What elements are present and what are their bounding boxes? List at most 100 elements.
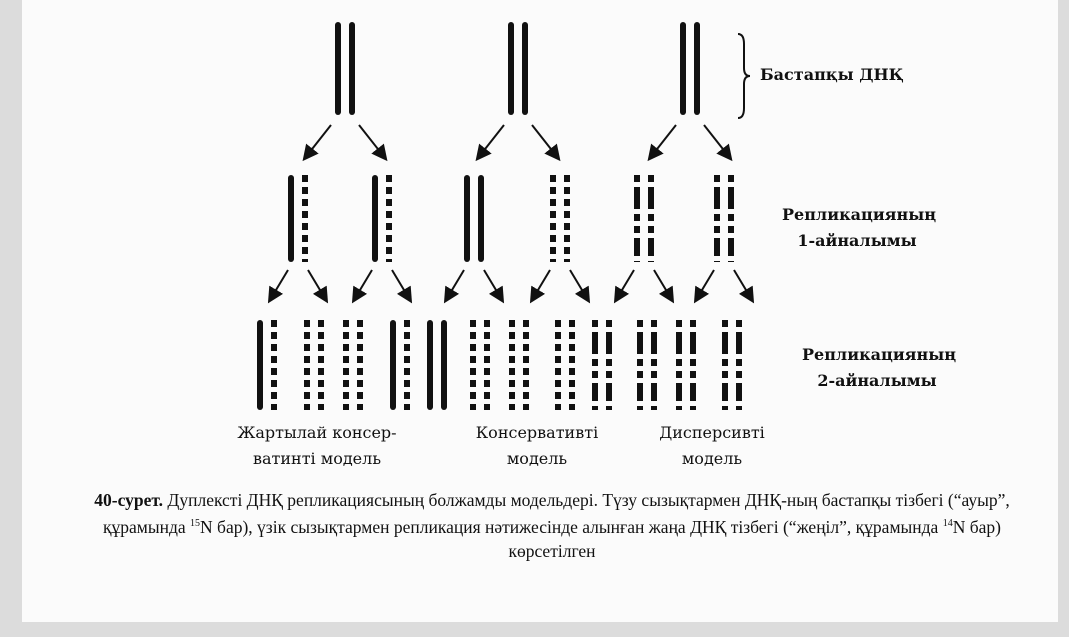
mixed-strand (637, 320, 643, 410)
strand-segment (318, 368, 324, 375)
arrow (443, 269, 465, 304)
strand-segment (564, 199, 570, 206)
strand-segment (728, 214, 734, 221)
arrow (529, 269, 551, 304)
strand-segment (606, 371, 612, 378)
strand-segment (271, 380, 277, 387)
strand-segment (722, 332, 728, 354)
strand-segment (555, 320, 561, 327)
strand-segment (357, 344, 363, 351)
strand-segment (386, 247, 392, 254)
strand-segment (523, 380, 529, 387)
strand-segment (569, 392, 575, 399)
mixed-strand (634, 175, 640, 262)
strand-segment (555, 380, 561, 387)
strand-segment (404, 392, 410, 399)
dashed-strand (564, 175, 570, 262)
strand-segment (304, 344, 310, 351)
dashed-strand (523, 320, 529, 410)
strand-segment (714, 214, 720, 221)
strand-segment (606, 320, 612, 327)
strand-segment (318, 356, 324, 363)
model-name-line: Жартылай консер- (237, 423, 397, 442)
caption-text: N бар) көрсетілген (508, 516, 1001, 561)
caption-text: Дуплексті ДНҚ репликациясының болжамды м… (103, 490, 1010, 537)
figure-number: 40-сурет. (94, 490, 164, 510)
strand-segment (722, 371, 728, 378)
strand-segment (550, 235, 556, 242)
solid-strand (372, 175, 378, 262)
strand-segment (634, 175, 640, 182)
strand-segment (648, 261, 654, 262)
strand-segment (550, 175, 556, 182)
strand-segment (302, 247, 308, 254)
strand-segment (634, 261, 640, 262)
strand-segment (523, 404, 529, 410)
model-name-line: модель (681, 449, 743, 468)
solid-strand (464, 175, 470, 262)
strand-segment (509, 320, 515, 327)
solid-strand (427, 320, 433, 410)
strand-segment (606, 383, 612, 401)
round1-label-line1: Репликацияның (782, 205, 937, 224)
strand-segment (302, 199, 308, 206)
strand-segment (714, 261, 720, 262)
strand-segment (592, 406, 598, 410)
strand-segment (722, 406, 728, 410)
solid-strand (288, 175, 294, 262)
strand-segment (564, 175, 570, 182)
strand-segment (404, 344, 410, 351)
strand-segment (676, 359, 682, 366)
strand-segment (637, 406, 643, 410)
arrow (307, 269, 329, 304)
strand-segment (569, 356, 575, 363)
round2-label-line1: Репликацияның (802, 345, 957, 364)
strand-segment (318, 380, 324, 387)
strand-segment (550, 259, 556, 262)
dashed-strand (271, 320, 277, 410)
arrow (391, 269, 413, 304)
mixed-strand (736, 320, 742, 410)
strand-segment (564, 223, 570, 230)
strand-segment (648, 214, 654, 221)
strand-segment (484, 320, 490, 327)
strand-segment (550, 211, 556, 218)
strand-segment (555, 404, 561, 410)
strand-segment (509, 368, 515, 375)
arrow (531, 124, 561, 162)
strand-segment (648, 175, 654, 182)
strand-segment (271, 320, 277, 327)
strand-segment (728, 187, 734, 209)
strand-segment (357, 320, 363, 327)
strand-segment (470, 356, 476, 363)
strand-segment (357, 356, 363, 363)
solid-strand (257, 320, 263, 410)
isotope-15: 15 (190, 518, 201, 529)
strand-segment (470, 392, 476, 399)
strand-segment (386, 211, 392, 218)
strand-segment (470, 404, 476, 410)
strand-segment (343, 368, 349, 375)
strand-segment (484, 332, 490, 339)
model-name-line: ватинті модель (252, 449, 382, 468)
strand-segment (550, 199, 556, 206)
strand-segment (343, 404, 349, 410)
strand-segment (470, 320, 476, 327)
strand-segment (592, 371, 598, 378)
strand-segment (634, 214, 640, 221)
strand-segment (343, 392, 349, 399)
strand-segment (736, 383, 742, 401)
strand-segment (592, 359, 598, 366)
strand-segment (318, 344, 324, 351)
strand-segment (606, 406, 612, 410)
strand-segment (470, 344, 476, 351)
solid-strand (349, 22, 355, 115)
strand-segment (550, 187, 556, 194)
strand-segment (470, 368, 476, 375)
strand-segment (736, 320, 742, 327)
strand-segment (523, 368, 529, 375)
textbook-page: Бастапқы ДНҚ Репликацияның 1-айналымы Ре… (22, 0, 1058, 622)
strand-segment (722, 320, 728, 327)
dashed-strand (550, 175, 556, 262)
strand-segment (509, 392, 515, 399)
